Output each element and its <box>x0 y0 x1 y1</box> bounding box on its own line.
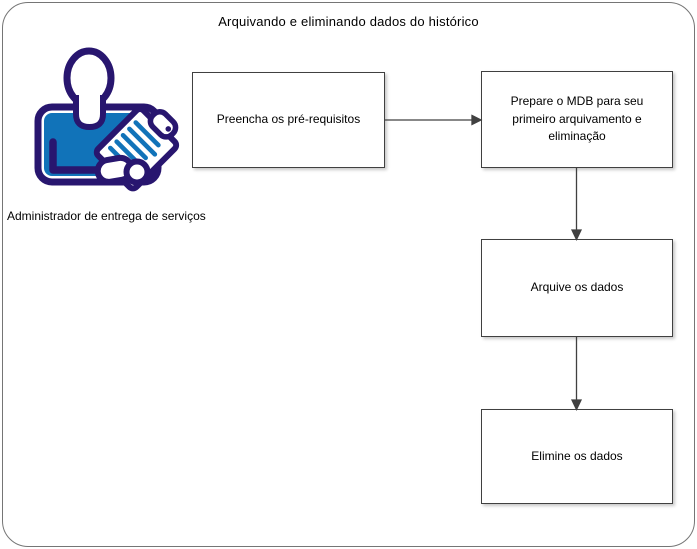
flow-step-prepare-mdb: Prepare o MDB para seu primeiro arquivam… <box>481 71 673 168</box>
diagram-title: Arquivando e eliminando dados do históri… <box>218 14 479 29</box>
actor-label: Administrador de entrega de serviços <box>7 209 206 223</box>
flow-step-arquive-os-dados: Arquive os dados <box>481 239 673 337</box>
flow-step-preencha-pre-requisitos: Preencha os pré-requisitos <box>192 72 385 168</box>
flow-step-elimine-os-dados: Elimine os dados <box>481 409 673 504</box>
person-with-clipboard-icon <box>34 47 180 192</box>
